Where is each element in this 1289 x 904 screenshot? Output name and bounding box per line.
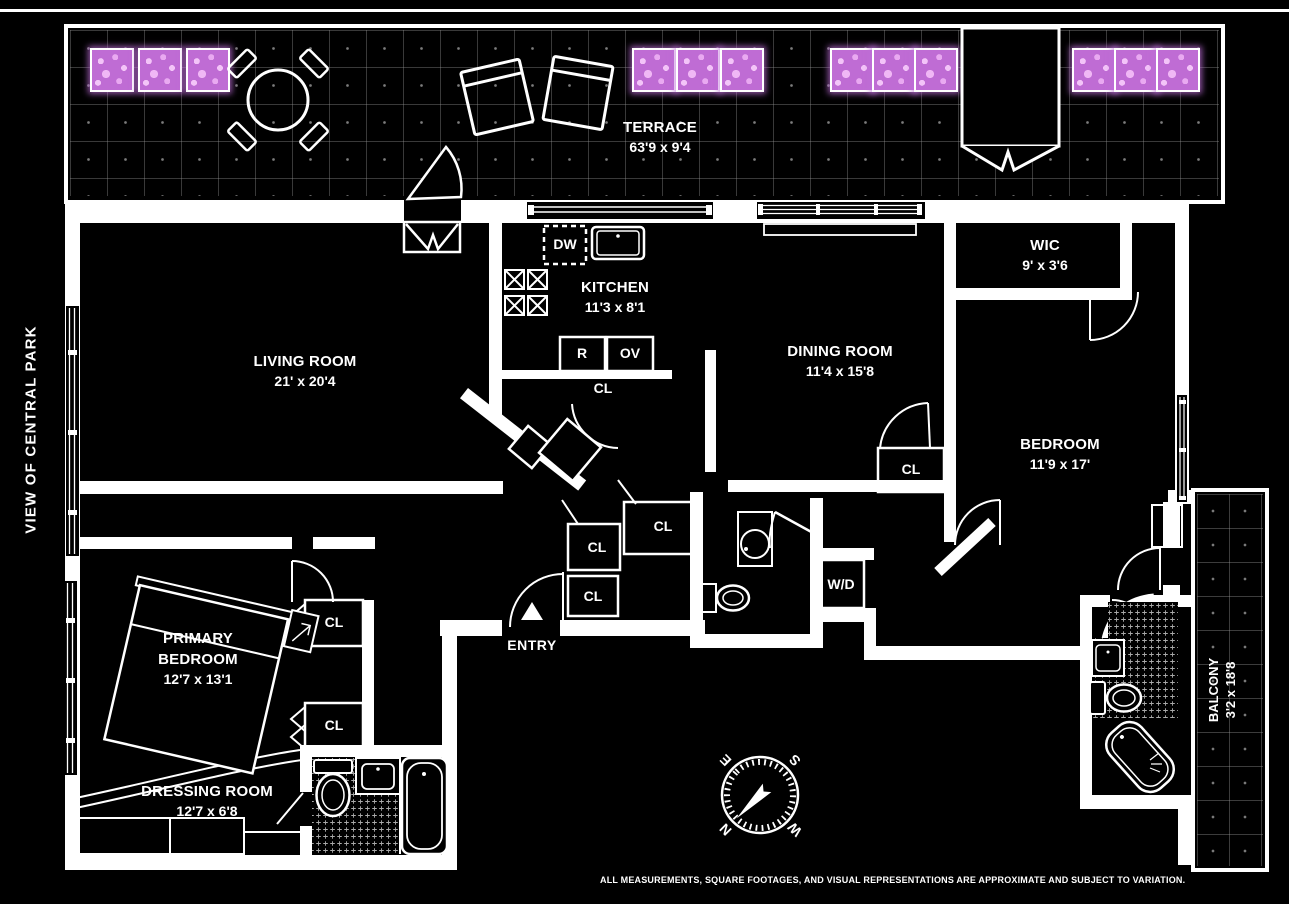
bedroom-bathroom — [1089, 602, 1178, 794]
terrace-label: TERRACE 63'9 x 9'4 — [623, 119, 697, 155]
planter-icon — [830, 48, 874, 92]
bedroom-label: BEDROOM 11'9 x 17' — [1020, 436, 1100, 472]
planter-icon — [720, 48, 764, 92]
entry-label: ENTRY — [507, 637, 557, 653]
planter-icon — [1114, 48, 1158, 92]
bed-icon — [102, 575, 320, 775]
chimney-shaft — [960, 26, 1061, 173]
dining-room-label: DINING ROOM 11'4 x 15'8 — [787, 343, 893, 379]
kitchen-sink-icon — [590, 225, 646, 261]
closet-label-primary-2: CL — [324, 717, 344, 733]
powder-room-fixtures — [701, 511, 773, 613]
refrigerator-icon — [558, 335, 607, 373]
dining-table-icon — [227, 48, 329, 152]
planter-icon — [632, 48, 676, 92]
primary-bathroom — [312, 756, 449, 856]
closet-label-hall-a: CL — [587, 539, 607, 555]
kitchen-label: KITCHEN 11'3 x 8'1 — [580, 279, 650, 315]
lounge-chair-icon — [541, 55, 615, 131]
windows — [64, 202, 1187, 775]
planter-icon — [1072, 48, 1116, 92]
bath2-toilet-icon — [1089, 681, 1143, 715]
oven-icon — [605, 335, 655, 373]
compass-icon: N E S W — [716, 751, 805, 840]
closet-label-dining: CL — [901, 461, 921, 477]
dishwasher-icon — [542, 224, 588, 266]
view-of-central-park-label: VIEW OF CENTRAL PARK — [22, 325, 40, 534]
compass-south-label: S — [786, 751, 804, 769]
closet-label-primary-1: CL — [324, 614, 344, 630]
powder-toilet-icon — [701, 583, 751, 613]
planter-icon — [186, 48, 230, 92]
planter-icon — [1156, 48, 1200, 92]
planter-icon — [676, 48, 720, 92]
door-swings — [276, 291, 1161, 825]
wic-label: WIC 9' x 3'6 — [1022, 237, 1068, 273]
closet-label-kitchen: CL — [593, 380, 613, 396]
disclaimer-text: ALL MEASUREMENTS, SQUARE FOOTAGES, AND V… — [600, 875, 1186, 885]
washer-dryer-label: W/D — [827, 576, 855, 592]
closet-label-hall-b: CL — [653, 518, 673, 534]
compass-east-label: E — [716, 751, 734, 769]
bath2-tub-icon — [1104, 720, 1176, 794]
terrace-door — [402, 144, 463, 254]
cooktop-icon — [504, 269, 548, 316]
kitchen-fixtures — [504, 224, 655, 483]
walls — [0, 9, 1289, 870]
oven-label: OV — [619, 345, 641, 361]
balcony-label: BALCONY 3'2 x 18'8 — [1206, 657, 1238, 723]
planter-icon — [914, 48, 958, 92]
refrigerator-label: R — [576, 345, 588, 361]
balcony-floor-grid — [1197, 494, 1263, 866]
dishwasher-label: DW — [553, 236, 577, 252]
dressing-room-label: DRESSING ROOM 12'7 x 6'8 — [141, 783, 273, 819]
living-room-label: LIVING ROOM 21' x 20'4 — [253, 353, 357, 389]
planter-icon — [90, 48, 134, 92]
primary-bedroom-label: PRIMARY BEDROOM 12'7 x 13'1 — [158, 630, 238, 688]
primary-toilet-icon — [313, 759, 353, 818]
planter-icon — [872, 48, 916, 92]
entry-arrow-icon — [521, 602, 543, 620]
compass-north-label: N — [716, 820, 734, 838]
powder-sink-icon — [737, 511, 773, 567]
bath2-sink-icon — [1091, 639, 1125, 677]
primary-sink-icon — [355, 757, 401, 795]
closet-label-hall-c: CL — [583, 588, 603, 604]
lounge-chair-icon — [459, 57, 535, 137]
planter-icon — [138, 48, 182, 92]
washer-dryer-icon — [816, 558, 866, 610]
primary-tub-icon — [400, 756, 449, 856]
